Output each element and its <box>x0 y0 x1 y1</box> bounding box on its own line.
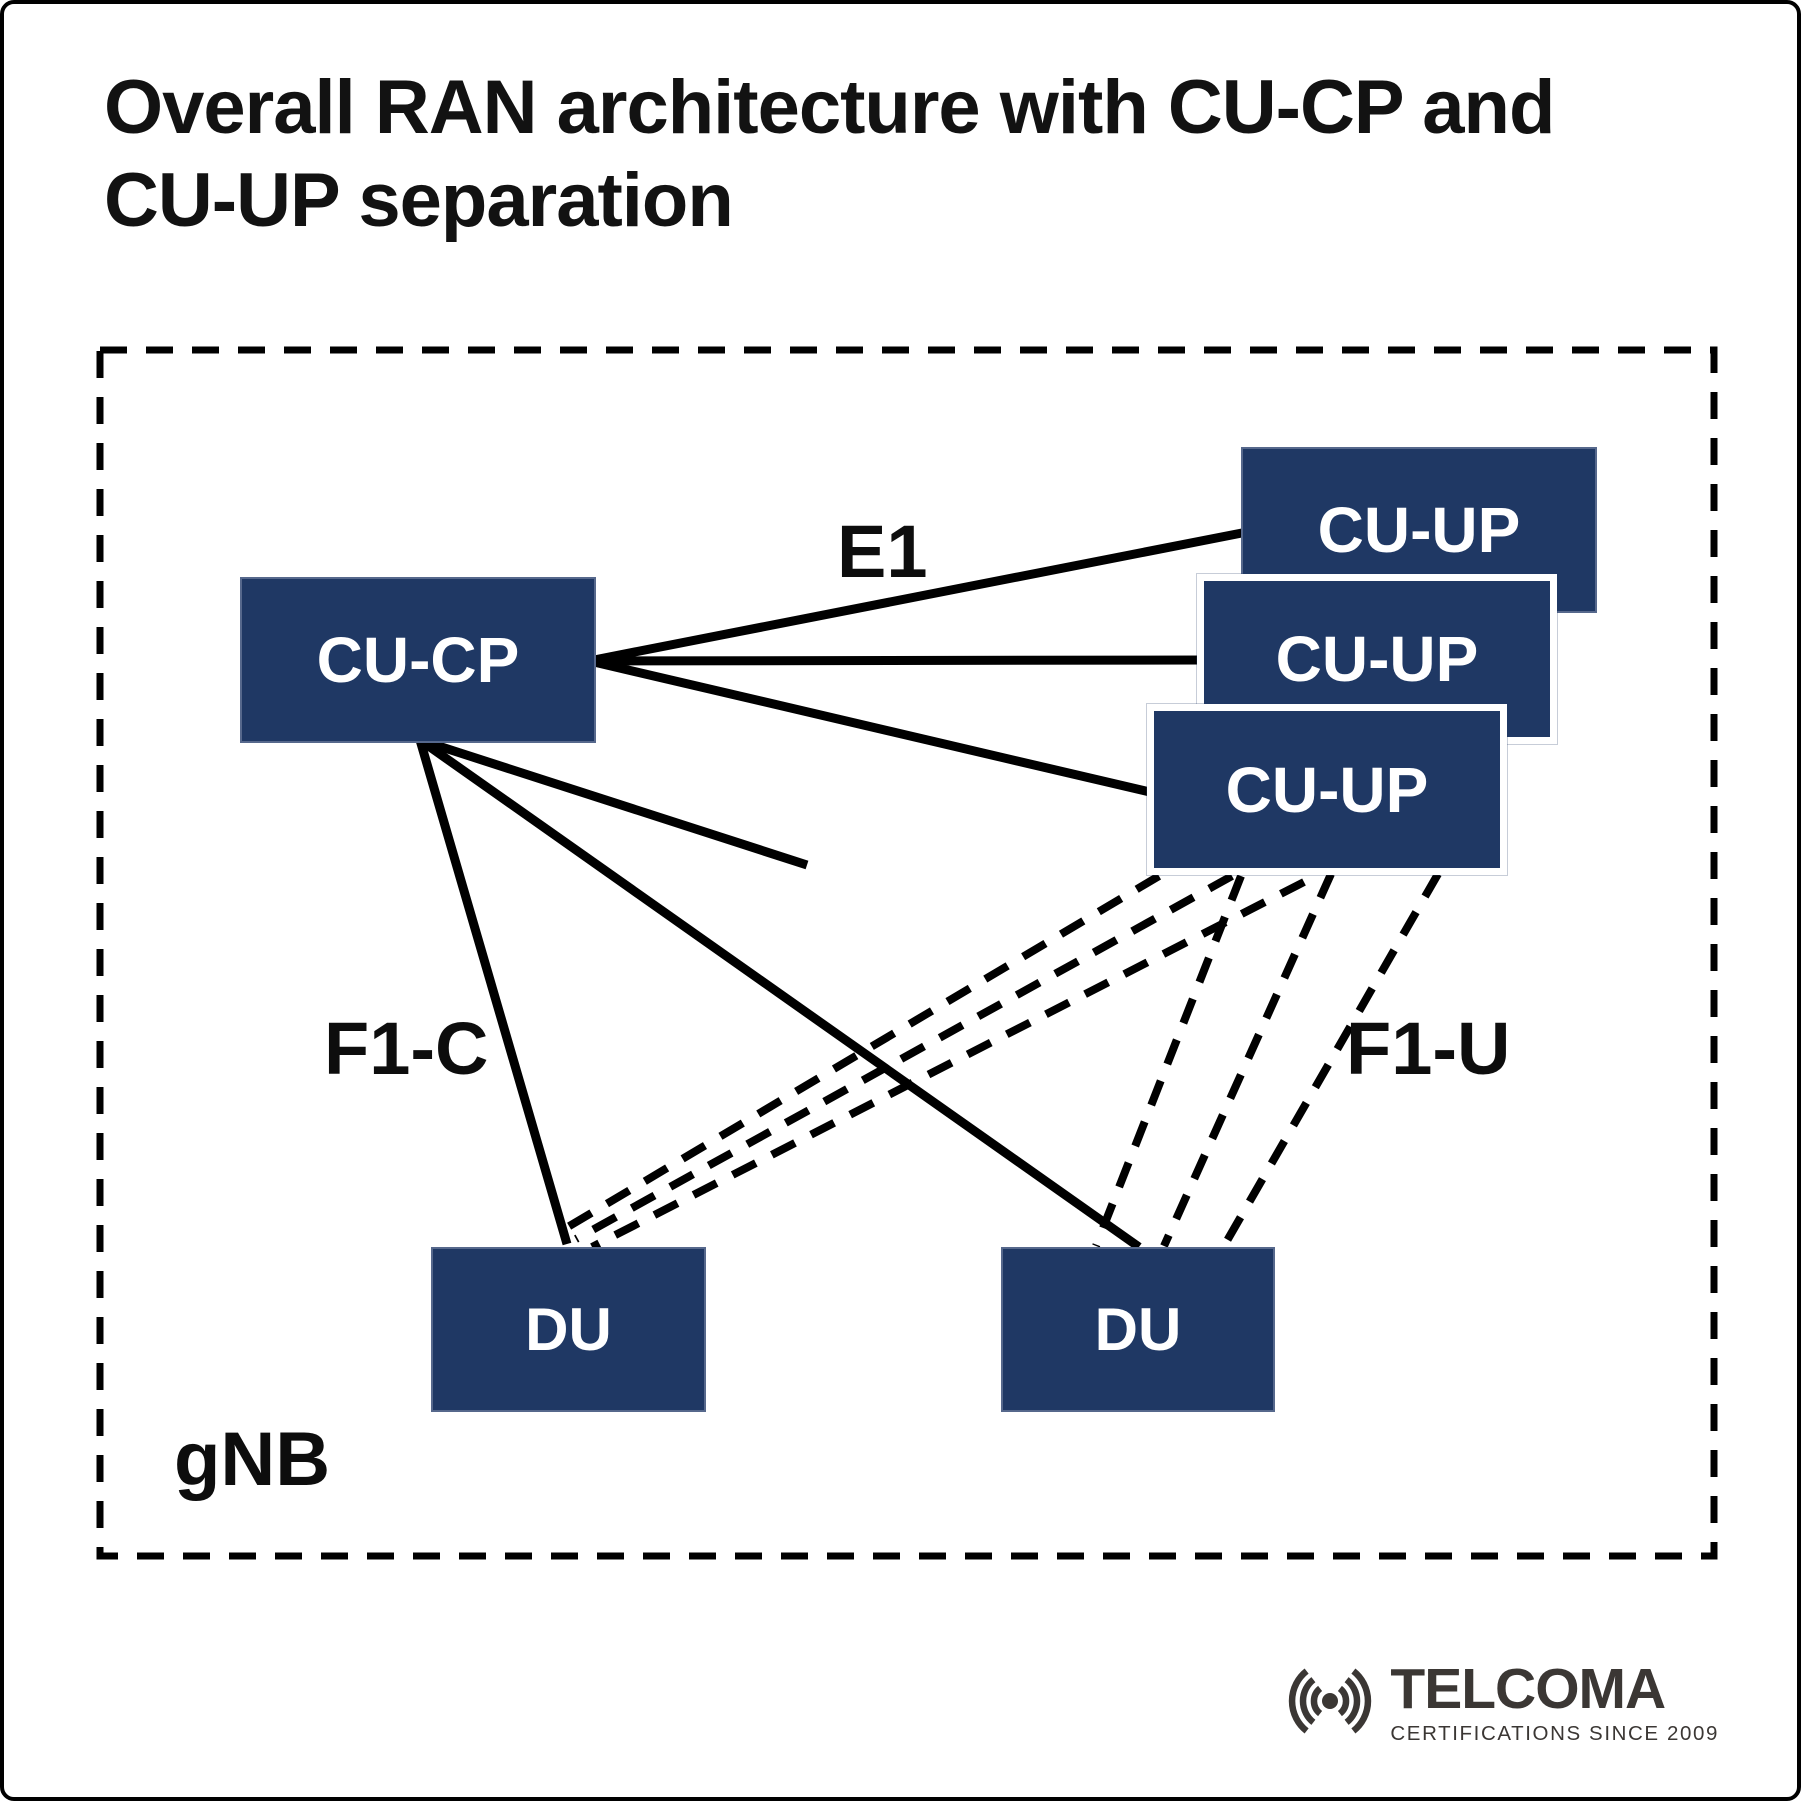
interface-label-f1-c: F1-C <box>324 1007 489 1090</box>
gnb-dashed-boundary <box>96 346 1718 1560</box>
telcoma-logo: TELCOMA CERTIFICATIONS SINCE 2009 <box>1278 1658 1719 1749</box>
interface-label-e1: E1 <box>837 510 928 593</box>
edge-f1u-cu-up-to-du-1-c <box>590 878 1306 1251</box>
diagram-edges-layer <box>96 346 1718 1560</box>
page-title-line1: Overall RAN architecture with CU-CP and <box>104 65 1555 150</box>
node-cu-up-front-label: CU-UP <box>1225 753 1429 826</box>
edge-f1u-cu-up-to-du-2-b <box>1160 872 1335 1248</box>
interface-label-f1-u: F1-U <box>1346 1007 1511 1090</box>
telcoma-logo-text: TELCOMA CERTIFICATIONS SINCE 2009 <box>1390 1661 1719 1746</box>
node-cu-cp: CU-CP <box>240 577 596 743</box>
node-cu-cp-label: CU-CP <box>316 624 520 696</box>
telcoma-tagline-text: CERTIFICATIONS SINCE 2009 <box>1390 1722 1719 1745</box>
edge-f1c-cu-cp-to-du-2 <box>417 736 1142 1251</box>
node-cu-up-middle-label: CU-UP <box>1275 623 1479 695</box>
gnb-group-label: gNB <box>174 1417 331 1502</box>
node-cu-up-front: CU-UP <box>1147 704 1507 875</box>
page-title-line2: CU-UP separation <box>104 157 734 243</box>
edge-f1u-cu-up-to-du-2-a <box>1092 874 1245 1248</box>
edge-e1-cu-cp-to-cu-up-3 <box>592 657 1156 798</box>
radio-waves-icon <box>1278 1658 1382 1749</box>
edge-f1c-cu-cp-short-stub <box>418 735 809 870</box>
edge-f1u-cu-up-to-du-2-c <box>1220 872 1442 1248</box>
node-du-right: DU <box>1001 1247 1275 1412</box>
edge-f1c-cu-cp-to-du-1 <box>415 738 572 1246</box>
edge-e1-cu-cp-to-cu-up-1 <box>593 527 1248 665</box>
node-du-left-label: DU <box>525 1296 612 1363</box>
node-du-right-label: DU <box>1094 1296 1182 1363</box>
telcoma-brand-text: TELCOMA <box>1390 1657 1666 1721</box>
page-title: Overall RAN architecture with CU-CP and … <box>104 62 1555 247</box>
edge-f1u-cu-up-to-du-1-a <box>558 872 1162 1235</box>
edge-e1-cu-cp-to-cu-up-2 <box>593 655 1208 666</box>
edge-f1u-cu-up-to-du-1-b <box>574 872 1234 1243</box>
node-cu-up-back-label: CU-UP <box>1317 494 1521 566</box>
node-du-left: DU <box>431 1247 706 1412</box>
